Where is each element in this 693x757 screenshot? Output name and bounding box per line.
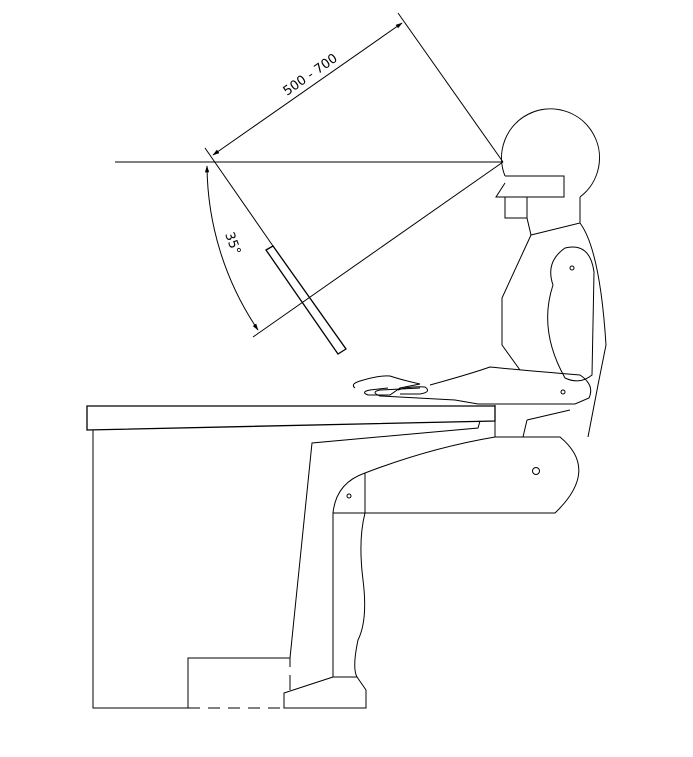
angle-arc (204, 165, 259, 331)
viewing-sight-line (252, 161, 504, 338)
angle-label: 35° (221, 230, 243, 257)
neck (526, 197, 581, 236)
desk-leg-panel (289, 420, 481, 659)
forearm (374, 366, 592, 405)
distance-dimension-line (212, 22, 403, 156)
desk-side-panel (92, 430, 188, 709)
desk (86, 405, 496, 709)
hand (352, 375, 421, 396)
knee-joint (346, 493, 352, 499)
footrest (187, 657, 291, 708)
sight-lines (115, 12, 504, 338)
hip-joint (532, 467, 540, 475)
distance-label: 500 - 700 (281, 51, 341, 99)
upper-arm (547, 246, 595, 382)
monitor-screen (265, 245, 347, 355)
thigh (332, 436, 580, 514)
torso-back (579, 222, 607, 438)
fingers (397, 386, 429, 395)
person-figure (283, 108, 607, 709)
head (501, 108, 601, 198)
chin (504, 197, 528, 219)
shoulder-joint (569, 265, 575, 271)
extension-line-eye (397, 12, 504, 163)
torso-front (501, 234, 532, 371)
face-visor (495, 175, 565, 198)
elbow-joint (560, 389, 566, 395)
calf (354, 512, 366, 678)
chair-back (494, 405, 571, 438)
desk-top (86, 405, 496, 431)
foot (283, 676, 367, 709)
